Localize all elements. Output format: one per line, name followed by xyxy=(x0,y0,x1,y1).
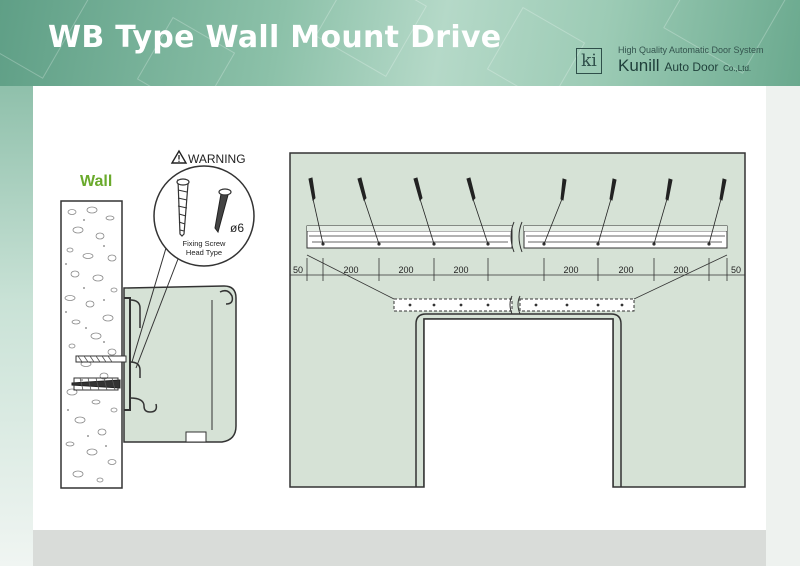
dimension-label-0: 50 xyxy=(293,265,303,275)
wall-bracket xyxy=(124,297,131,411)
logo-mark: ki xyxy=(576,48,602,74)
dimension-label-4: 200 xyxy=(563,265,578,275)
warning-label: WARNING xyxy=(188,152,246,166)
dimension-label-1: 200 xyxy=(343,265,358,275)
concrete-texture xyxy=(64,206,118,483)
right-margin-strip xyxy=(766,86,800,566)
leader-line xyxy=(131,247,167,363)
header-rail-left xyxy=(306,225,513,249)
concrete-dots xyxy=(65,219,107,447)
screw-caption-line2: Head Type xyxy=(186,248,222,257)
mounting-plate-right xyxy=(519,298,635,312)
logo-brand-sub: Auto Door xyxy=(664,60,719,74)
logo-brand-suffix: Co.,Ltd. xyxy=(723,64,752,73)
bracket-top-clip xyxy=(129,299,141,328)
dimension-label-2: 200 xyxy=(398,265,413,275)
door-frame-inner xyxy=(423,318,614,487)
anchor-screw-upper xyxy=(75,355,127,363)
company-logo: ki High Quality Automatic Door System Ku… xyxy=(576,45,786,79)
dimension-label-6: 200 xyxy=(673,265,688,275)
fixing-screws xyxy=(308,177,727,245)
page-title: WB Type Wall Mount Drive xyxy=(48,20,502,55)
rail-break-mark xyxy=(510,221,523,253)
header-banner: WB Type Wall Mount Drive ki High Quality… xyxy=(0,0,800,86)
wall-block xyxy=(60,200,123,489)
housing-top-hook xyxy=(219,289,234,305)
projection-lines xyxy=(306,254,728,300)
dimension-label-7: 50 xyxy=(731,265,741,275)
door-frame xyxy=(415,313,622,487)
dimension-label-3: 200 xyxy=(453,265,468,275)
dimension-label-5: 200 xyxy=(618,265,633,275)
screw-caption-line1: Fixing Screw xyxy=(183,239,227,248)
operator-housing xyxy=(123,285,237,443)
logo-tagline: High Quality Automatic Door System xyxy=(618,45,764,55)
logo-brand: Kunill Auto Door Co.,Ltd. xyxy=(618,56,751,76)
bracket-mid-clip xyxy=(129,361,141,378)
bracket-bottom-clip xyxy=(129,397,158,413)
housing-bottom-notch xyxy=(185,431,207,443)
diameter-label: ø6 xyxy=(230,221,244,235)
wall-label: Wall xyxy=(80,173,112,190)
header-rail-right xyxy=(523,225,728,249)
dimension-line xyxy=(290,258,745,281)
mounting-plate-left xyxy=(393,298,513,312)
dimension-labels: 50 200 200 200 200 200 200 50 xyxy=(293,265,741,275)
anchor-screw-lower xyxy=(71,377,121,391)
screw-icon-dark xyxy=(214,188,232,234)
screw-icon xyxy=(176,178,190,237)
leader-line xyxy=(135,258,179,369)
logo-brand-main: Kunill xyxy=(618,56,660,75)
plate-break-mark xyxy=(509,295,521,315)
warning-triangle-icon xyxy=(170,149,188,164)
left-decoration-strip xyxy=(0,86,33,566)
bottom-strip xyxy=(33,530,766,566)
